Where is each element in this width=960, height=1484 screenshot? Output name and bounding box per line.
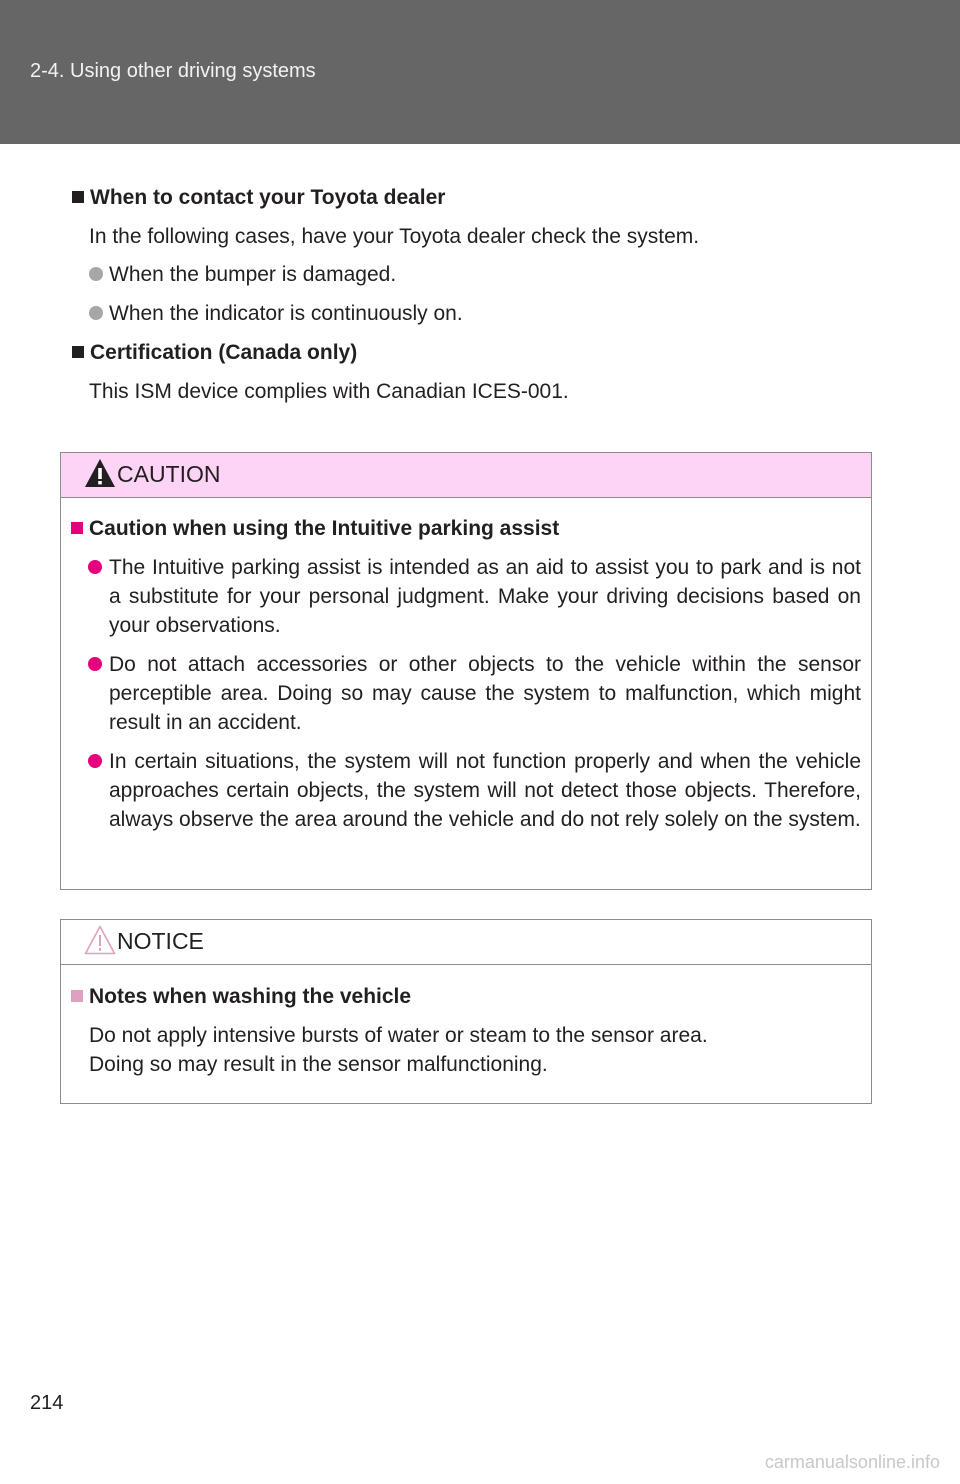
caution-item-text: Do not attach accessories or other objec…: [109, 653, 861, 734]
caution-box: CAUTION Caution when using the Intuitive…: [60, 452, 872, 890]
contact-heading: When to contact your Toyota dealer: [72, 184, 445, 212]
notice-box: NOTICE Notes when washing the vehicle Do…: [60, 919, 872, 1104]
contact-bullet-text: When the bumper is damaged.: [109, 263, 397, 286]
certification-heading-text: Certification (Canada only): [90, 341, 358, 364]
watermark: carmanualsonline.info: [764, 1452, 940, 1472]
certification-text: This ISM device complies with Canadian I…: [89, 380, 569, 403]
notice-line-2: Doing so may result in the sensor malfun…: [89, 1053, 548, 1076]
square-bullet-icon: [71, 990, 83, 1002]
caution-item-2: Do not attach accessories or other objec…: [88, 650, 861, 737]
caution-item-3: In certain situations, the system will n…: [88, 747, 861, 834]
round-bullet-icon: [88, 754, 102, 768]
round-bullet-icon: [89, 267, 103, 281]
caution-heading-text: Caution when using the Intuitive parking…: [89, 517, 560, 540]
round-bullet-icon: [88, 560, 102, 574]
notice-heading-text: Notes when washing the vehicle: [89, 985, 412, 1008]
square-bullet-icon: [72, 191, 84, 203]
notice-line-1: Do not apply intensive bursts of water o…: [89, 1024, 708, 1047]
caution-heading: Caution when using the Intuitive parking…: [71, 515, 559, 543]
contact-bullet-text: When the indicator is continuously on.: [109, 302, 463, 325]
page-header: 2-4. Using other driving systems: [0, 0, 960, 144]
warning-triangle-icon: [85, 459, 115, 487]
round-bullet-icon: [88, 657, 102, 671]
notice-header: NOTICE: [61, 920, 871, 965]
caution-item-1: The Intuitive parking assist is intended…: [88, 553, 861, 640]
contact-bullet-2: When the indicator is continuously on.: [89, 300, 463, 328]
notice-heading: Notes when washing the vehicle: [71, 983, 411, 1011]
caution-item-text: The Intuitive parking assist is intended…: [109, 556, 861, 637]
section-title: 2-4. Using other driving systems: [30, 60, 316, 82]
caution-title: CAUTION: [117, 461, 221, 487]
caution-item-text: In certain situations, the system will n…: [109, 750, 861, 831]
square-bullet-icon: [71, 522, 83, 534]
caution-header: CAUTION: [61, 453, 871, 498]
square-bullet-icon: [72, 346, 84, 358]
notice-title: NOTICE: [117, 928, 204, 954]
contact-intro: In the following cases, have your Toyota…: [89, 225, 700, 248]
round-bullet-icon: [89, 306, 103, 320]
warning-triangle-outline-icon: [84, 925, 116, 955]
contact-bullet-1: When the bumper is damaged.: [89, 261, 396, 289]
contact-heading-text: When to contact your Toyota dealer: [90, 186, 446, 209]
page-number: 214: [30, 1392, 64, 1414]
certification-heading: Certification (Canada only): [72, 339, 357, 367]
